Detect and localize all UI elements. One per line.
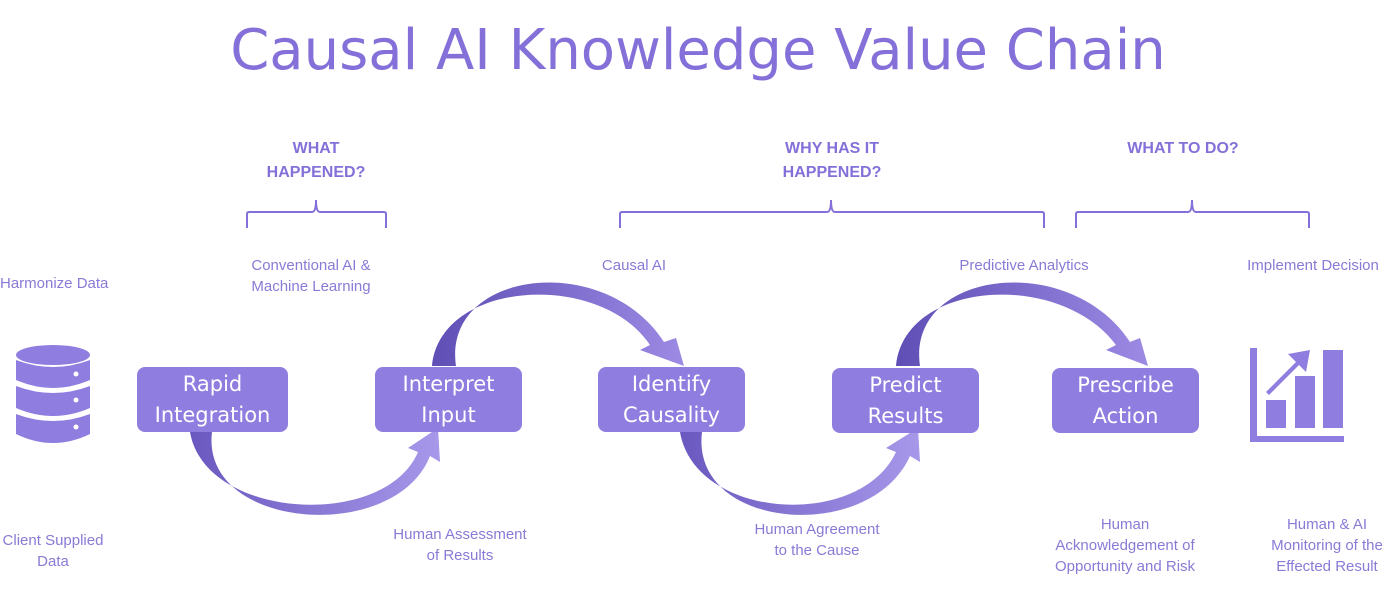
database-icon [16,345,90,443]
brace-what-to-do [1075,199,1310,228]
step-identify-causality: Identify Causality [598,367,745,432]
note-human-agreement: Human Agreement to the Cause [754,521,880,559]
arrow-predict-to-prescribe [896,282,1148,366]
section-label-what-to-do: WHAT TO DO? [1127,140,1239,157]
brace-why-happened [619,199,1045,228]
note-causal-ai: Causal AI [601,257,667,274]
step-interpret-input: Interpret Input [375,367,522,432]
note-human-assessment: Human Assessment of Results [393,526,527,564]
note-client-supplied-data: Client Supplied Data [2,532,104,570]
section-label-why-happened: WHY HAS IT HAPPENED? [782,140,882,181]
arrow-interpret-to-identify [432,282,684,366]
brace-what-happened [246,199,387,228]
note-implement-decision: Implement Decision [1247,257,1379,274]
step-rapid-integration: Rapid Integration [137,367,288,432]
bar-chart-growth-icon [1250,348,1344,442]
step-predict-results: Predict Results [832,368,979,433]
section-label-what-happened: WHAT HAPPENED? [266,140,366,181]
page-title: Causal AI Knowledge Value Chain [230,18,1166,83]
arrow-rapid-to-interpret [190,428,440,515]
note-predictive-analytics: Predictive Analytics [959,257,1089,274]
note-human-acknowledgement: Human Acknowledgement of Opportunity and… [1054,516,1196,575]
note-human-ai-monitoring: Human & AI Monitoring of the Effected Re… [1271,516,1383,575]
note-harmonize-data: Harmonize Data [0,275,109,292]
arrow-identify-to-predict [680,428,920,515]
step-prescribe-action: Prescribe Action [1052,368,1199,433]
note-conventional-ai: Conventional AI & Machine Learning [251,257,371,295]
